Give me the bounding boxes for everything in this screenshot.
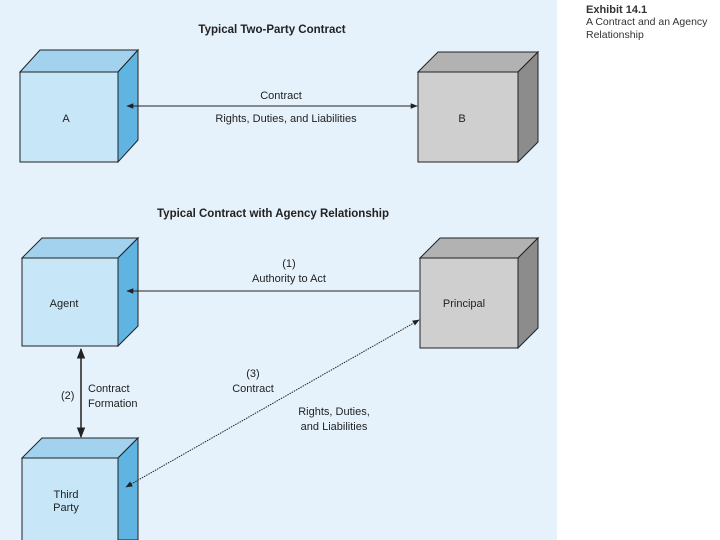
third-party-label-line1: Third: [53, 489, 78, 501]
exhibit-caption: Exhibit 14.1 A Contract and an Agency Re…: [586, 4, 720, 41]
agent-label: Agent: [50, 298, 79, 310]
box-b-label: B: [458, 113, 465, 125]
contract3-label: Contract: [232, 383, 274, 395]
contract3-number: (3): [246, 368, 259, 380]
formation-label-line1: Contract: [88, 383, 130, 395]
box-a-label: A: [62, 113, 70, 125]
exhibit-number: Exhibit 14.1: [586, 4, 648, 16]
contract-arrow-principal-third: [125, 319, 420, 488]
exhibit-caption-line1: A Contract and an Agency: [586, 16, 708, 28]
formation-label-line2: Formation: [88, 398, 138, 410]
agency-diagram: Typical Two-Party Contract A B Contract …: [18, 24, 540, 540]
section-one-title: Typical Two-Party Contract: [198, 24, 345, 36]
agent-box: Agent: [20, 236, 140, 348]
contract-label-ab: Contract: [260, 90, 302, 102]
authority-number: (1): [282, 258, 295, 270]
box-a: A: [18, 48, 140, 164]
principal-box: Principal: [418, 236, 540, 350]
box-b: B: [416, 50, 540, 164]
rights-label-line2: and Liabilities: [301, 421, 368, 433]
rights-label-ab: Rights, Duties, and Liabilities: [215, 113, 357, 125]
third-party-box: Third Party: [20, 436, 140, 540]
exhibit-caption-line2: Relationship: [586, 28, 644, 41]
principal-label: Principal: [443, 298, 485, 310]
section-two-title: Typical Contract with Agency Relationshi…: [157, 208, 389, 220]
authority-label: Authority to Act: [252, 273, 326, 285]
third-party-label-line2: Party: [53, 502, 79, 514]
formation-number: (2): [61, 390, 74, 402]
rights-label-line1: Rights, Duties,: [298, 406, 370, 418]
